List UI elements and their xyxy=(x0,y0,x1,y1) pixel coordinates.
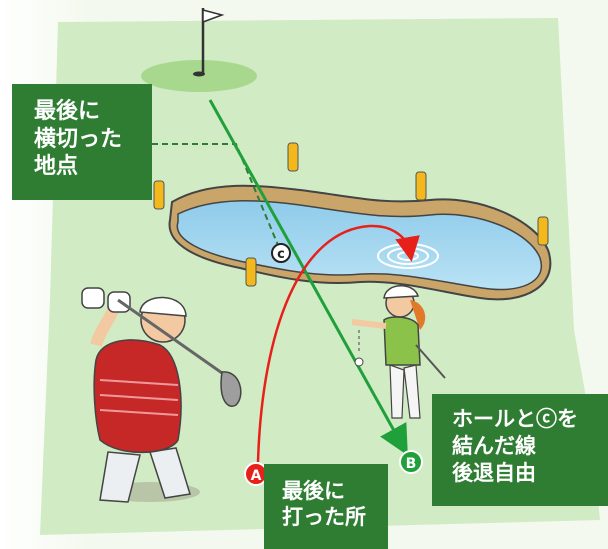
hole-to-c-line xyxy=(208,99,408,456)
marker-a-label: A xyxy=(251,468,262,484)
referee-figure xyxy=(351,285,446,419)
hazard-stake xyxy=(415,171,427,201)
flag-icon xyxy=(202,9,225,24)
drop-zone-label: ホールとⓒを 結んだ線 後退自由 xyxy=(432,394,608,506)
hazard-stake xyxy=(537,216,549,246)
marker-a: A xyxy=(244,462,268,486)
hazard-stake xyxy=(153,180,165,210)
marker-b-label: B xyxy=(406,456,417,472)
marker-c: c xyxy=(271,243,291,263)
hazard-stake xyxy=(287,142,299,172)
hazard-stakes xyxy=(153,142,549,287)
water-hazard xyxy=(176,200,543,291)
marker-b: B xyxy=(399,450,423,474)
dropped-ball xyxy=(354,357,364,367)
golfer-figure xyxy=(81,287,242,503)
last-shot-spot-label: 最後に 打った所 xyxy=(264,464,388,549)
hazard-stake xyxy=(245,257,257,287)
last-crossing-point-label: 最後に 横切った 地点 xyxy=(12,84,152,200)
marker-c-label: c xyxy=(277,247,285,262)
ball-flight-path xyxy=(256,224,420,463)
